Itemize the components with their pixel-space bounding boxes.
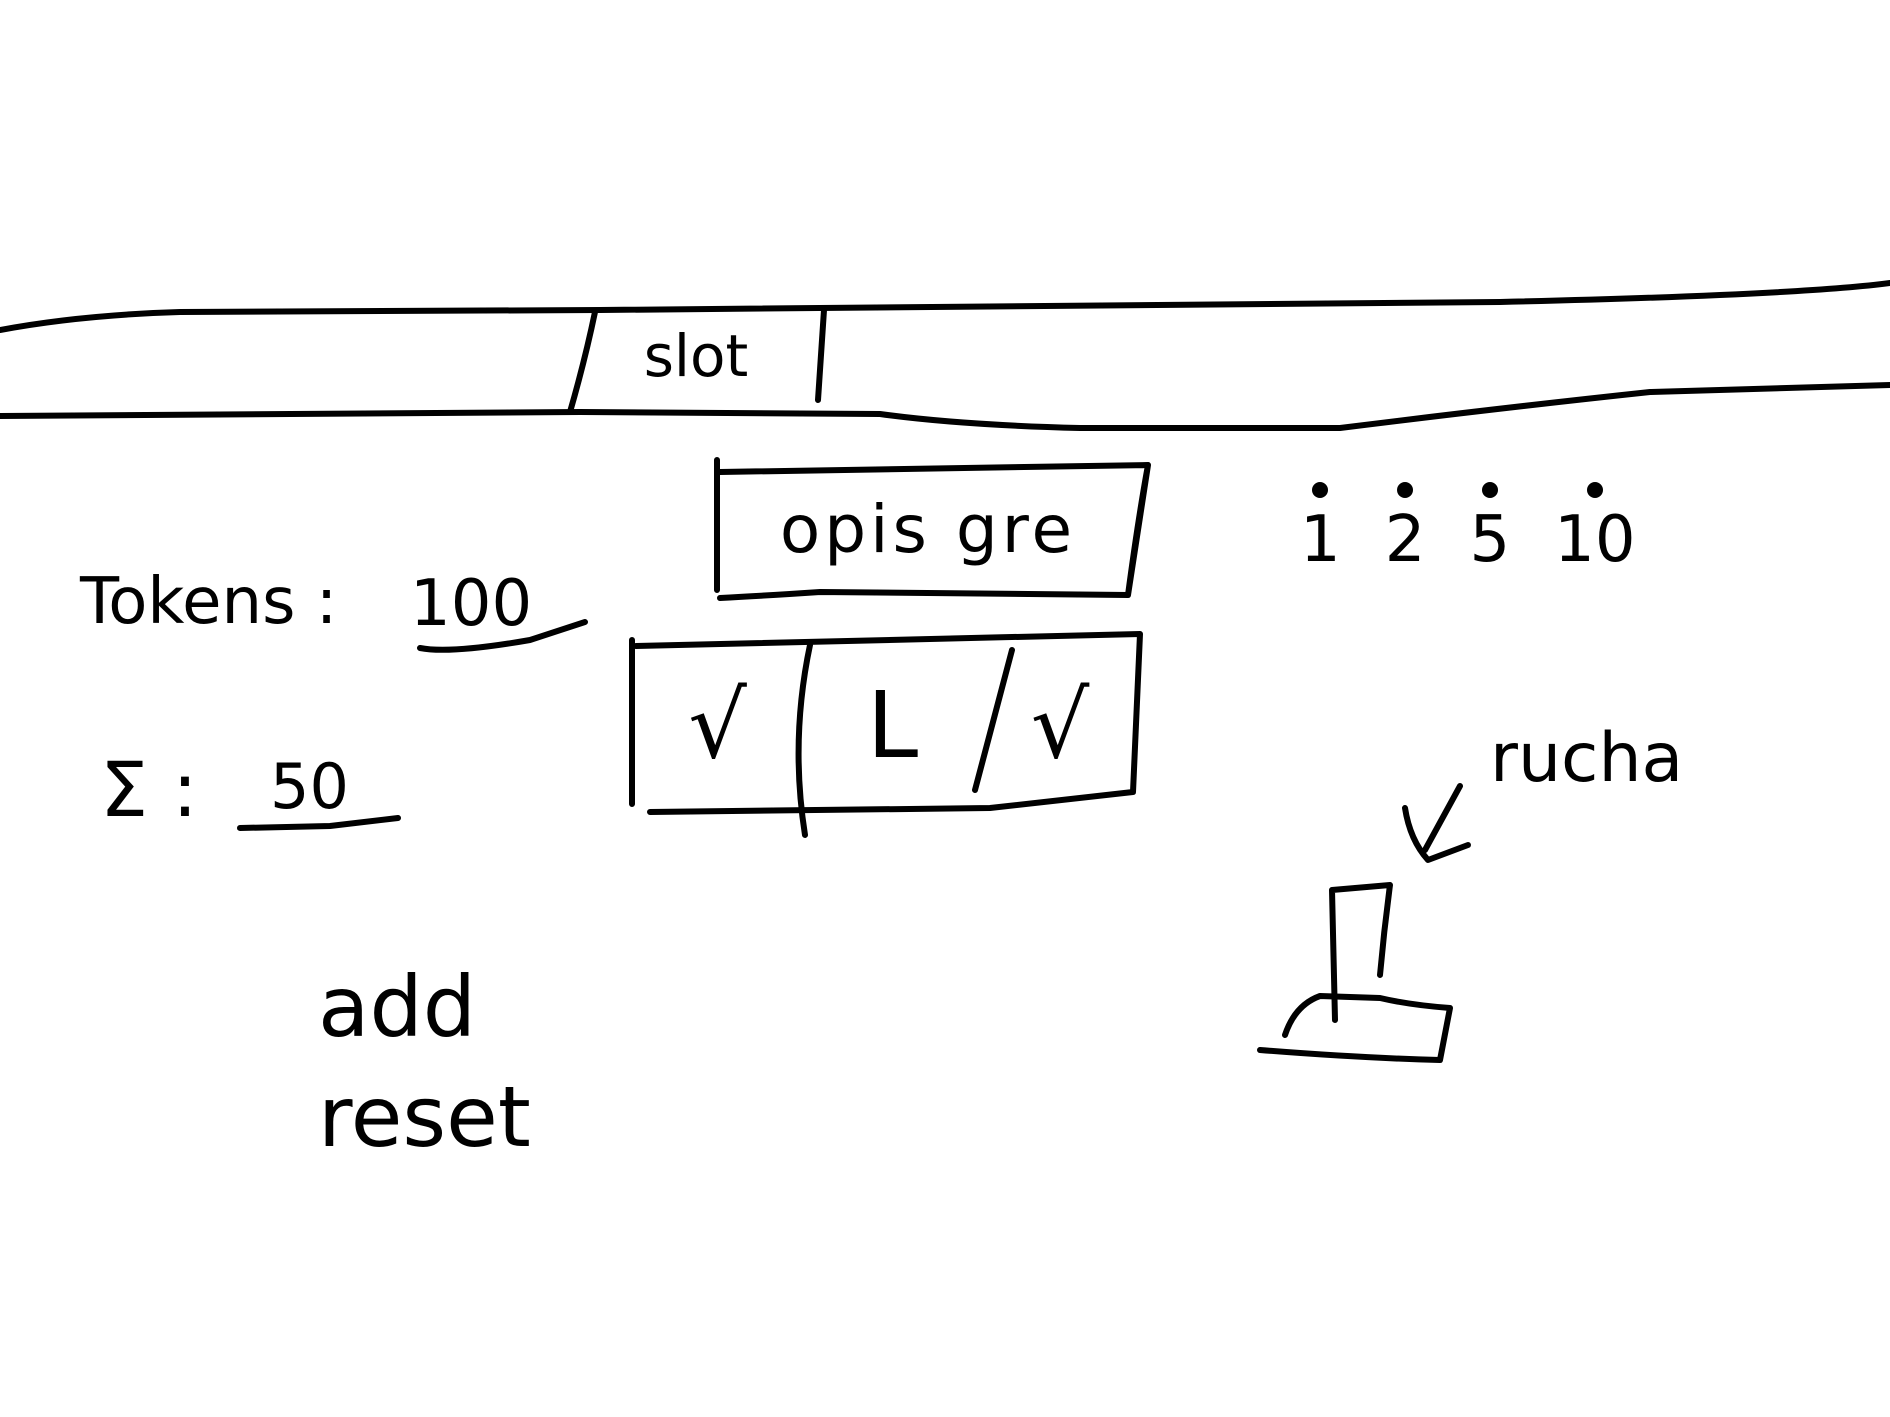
reel-1: √ — [640, 650, 795, 800]
lever-icon[interactable] — [1250, 870, 1470, 1080]
lever-drawing — [1257, 882, 1453, 1063]
tokens-label: Tokens : — [80, 565, 338, 639]
add-button[interactable]: add — [318, 958, 477, 1056]
sum-label: Σ : — [100, 745, 198, 834]
radio-dot-icon — [1586, 482, 1603, 498]
bet-option-1[interactable]: 1 — [1300, 482, 1341, 572]
radio-dot-icon — [1312, 482, 1329, 498]
bet-value: 10 — [1554, 503, 1636, 577]
tokens-value: 100 — [410, 567, 533, 641]
bet-option-10[interactable]: 10 — [1554, 482, 1636, 577]
tab-slot[interactable]: slot — [643, 322, 749, 390]
reset-button[interactable]: reset — [318, 1068, 531, 1166]
bet-value: 2 — [1384, 503, 1426, 577]
lever-arrow — [1402, 783, 1471, 863]
radio-dot-icon — [1397, 482, 1414, 498]
sum-value: 50 — [270, 750, 349, 823]
top-bar-upper-line — [0, 280, 1890, 333]
bet-option-2[interactable]: 2 — [1384, 482, 1426, 577]
game-description: opis gre — [779, 491, 1077, 568]
top-bar-lower-line — [0, 382, 1890, 431]
reel-2: L — [805, 650, 980, 800]
bet-value: 5 — [1469, 503, 1511, 577]
reel-symbol: √ — [688, 671, 747, 779]
slot-tab-right-edge — [815, 307, 827, 403]
bet-option-5[interactable]: 5 — [1469, 482, 1510, 572]
bet-value: 1 — [1300, 503, 1341, 577]
lever-label: rucha — [1490, 719, 1684, 798]
reel-symbol: L — [866, 671, 919, 779]
reel-symbol: √ — [1030, 671, 1090, 779]
reel-3: √ — [990, 650, 1130, 800]
radio-dot-icon — [1481, 482, 1498, 498]
bet-options: 1 2 5 10 — [1300, 482, 1636, 572]
